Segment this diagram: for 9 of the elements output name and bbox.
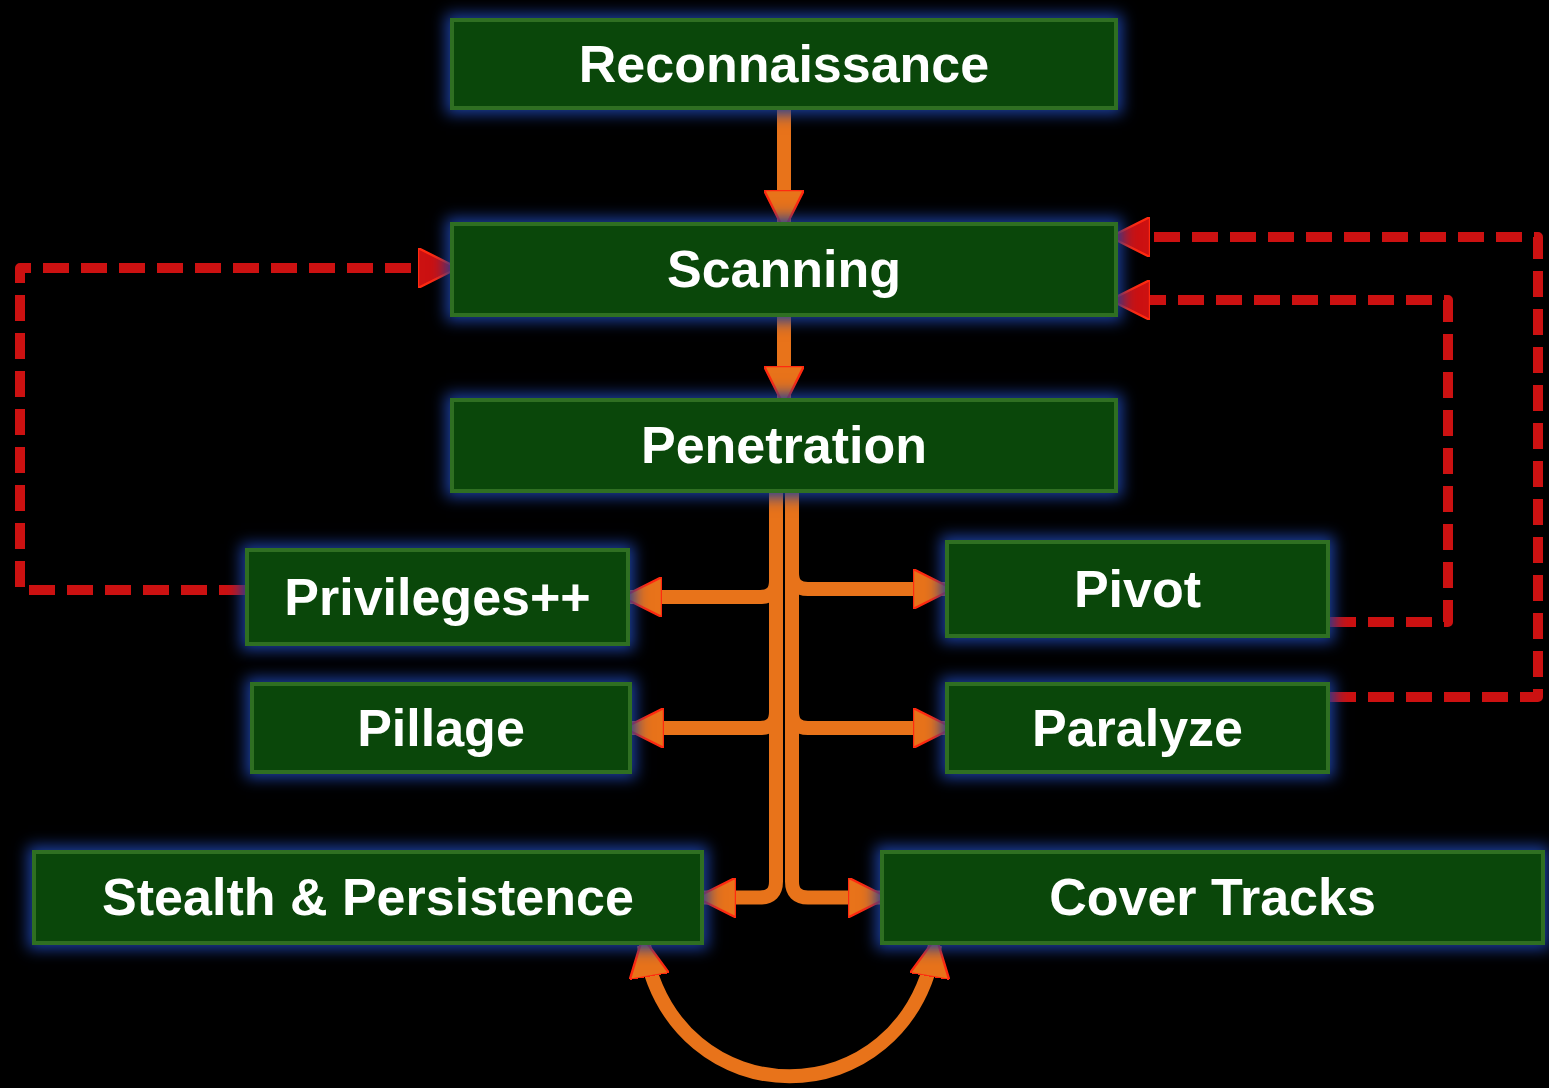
stage-box: Pillage [250,682,632,774]
stage-box: Cover Tracks [880,850,1545,945]
stage-box: Reconnaissance [450,18,1118,110]
stage-box: Privileges++ [245,548,630,646]
stage-box: Pivot [945,540,1330,638]
stage-box: Scanning [450,222,1118,317]
stage-box: Paralyze [945,682,1330,774]
stage-box: Stealth & Persistence [32,850,704,945]
stage-box: Penetration [450,398,1118,493]
